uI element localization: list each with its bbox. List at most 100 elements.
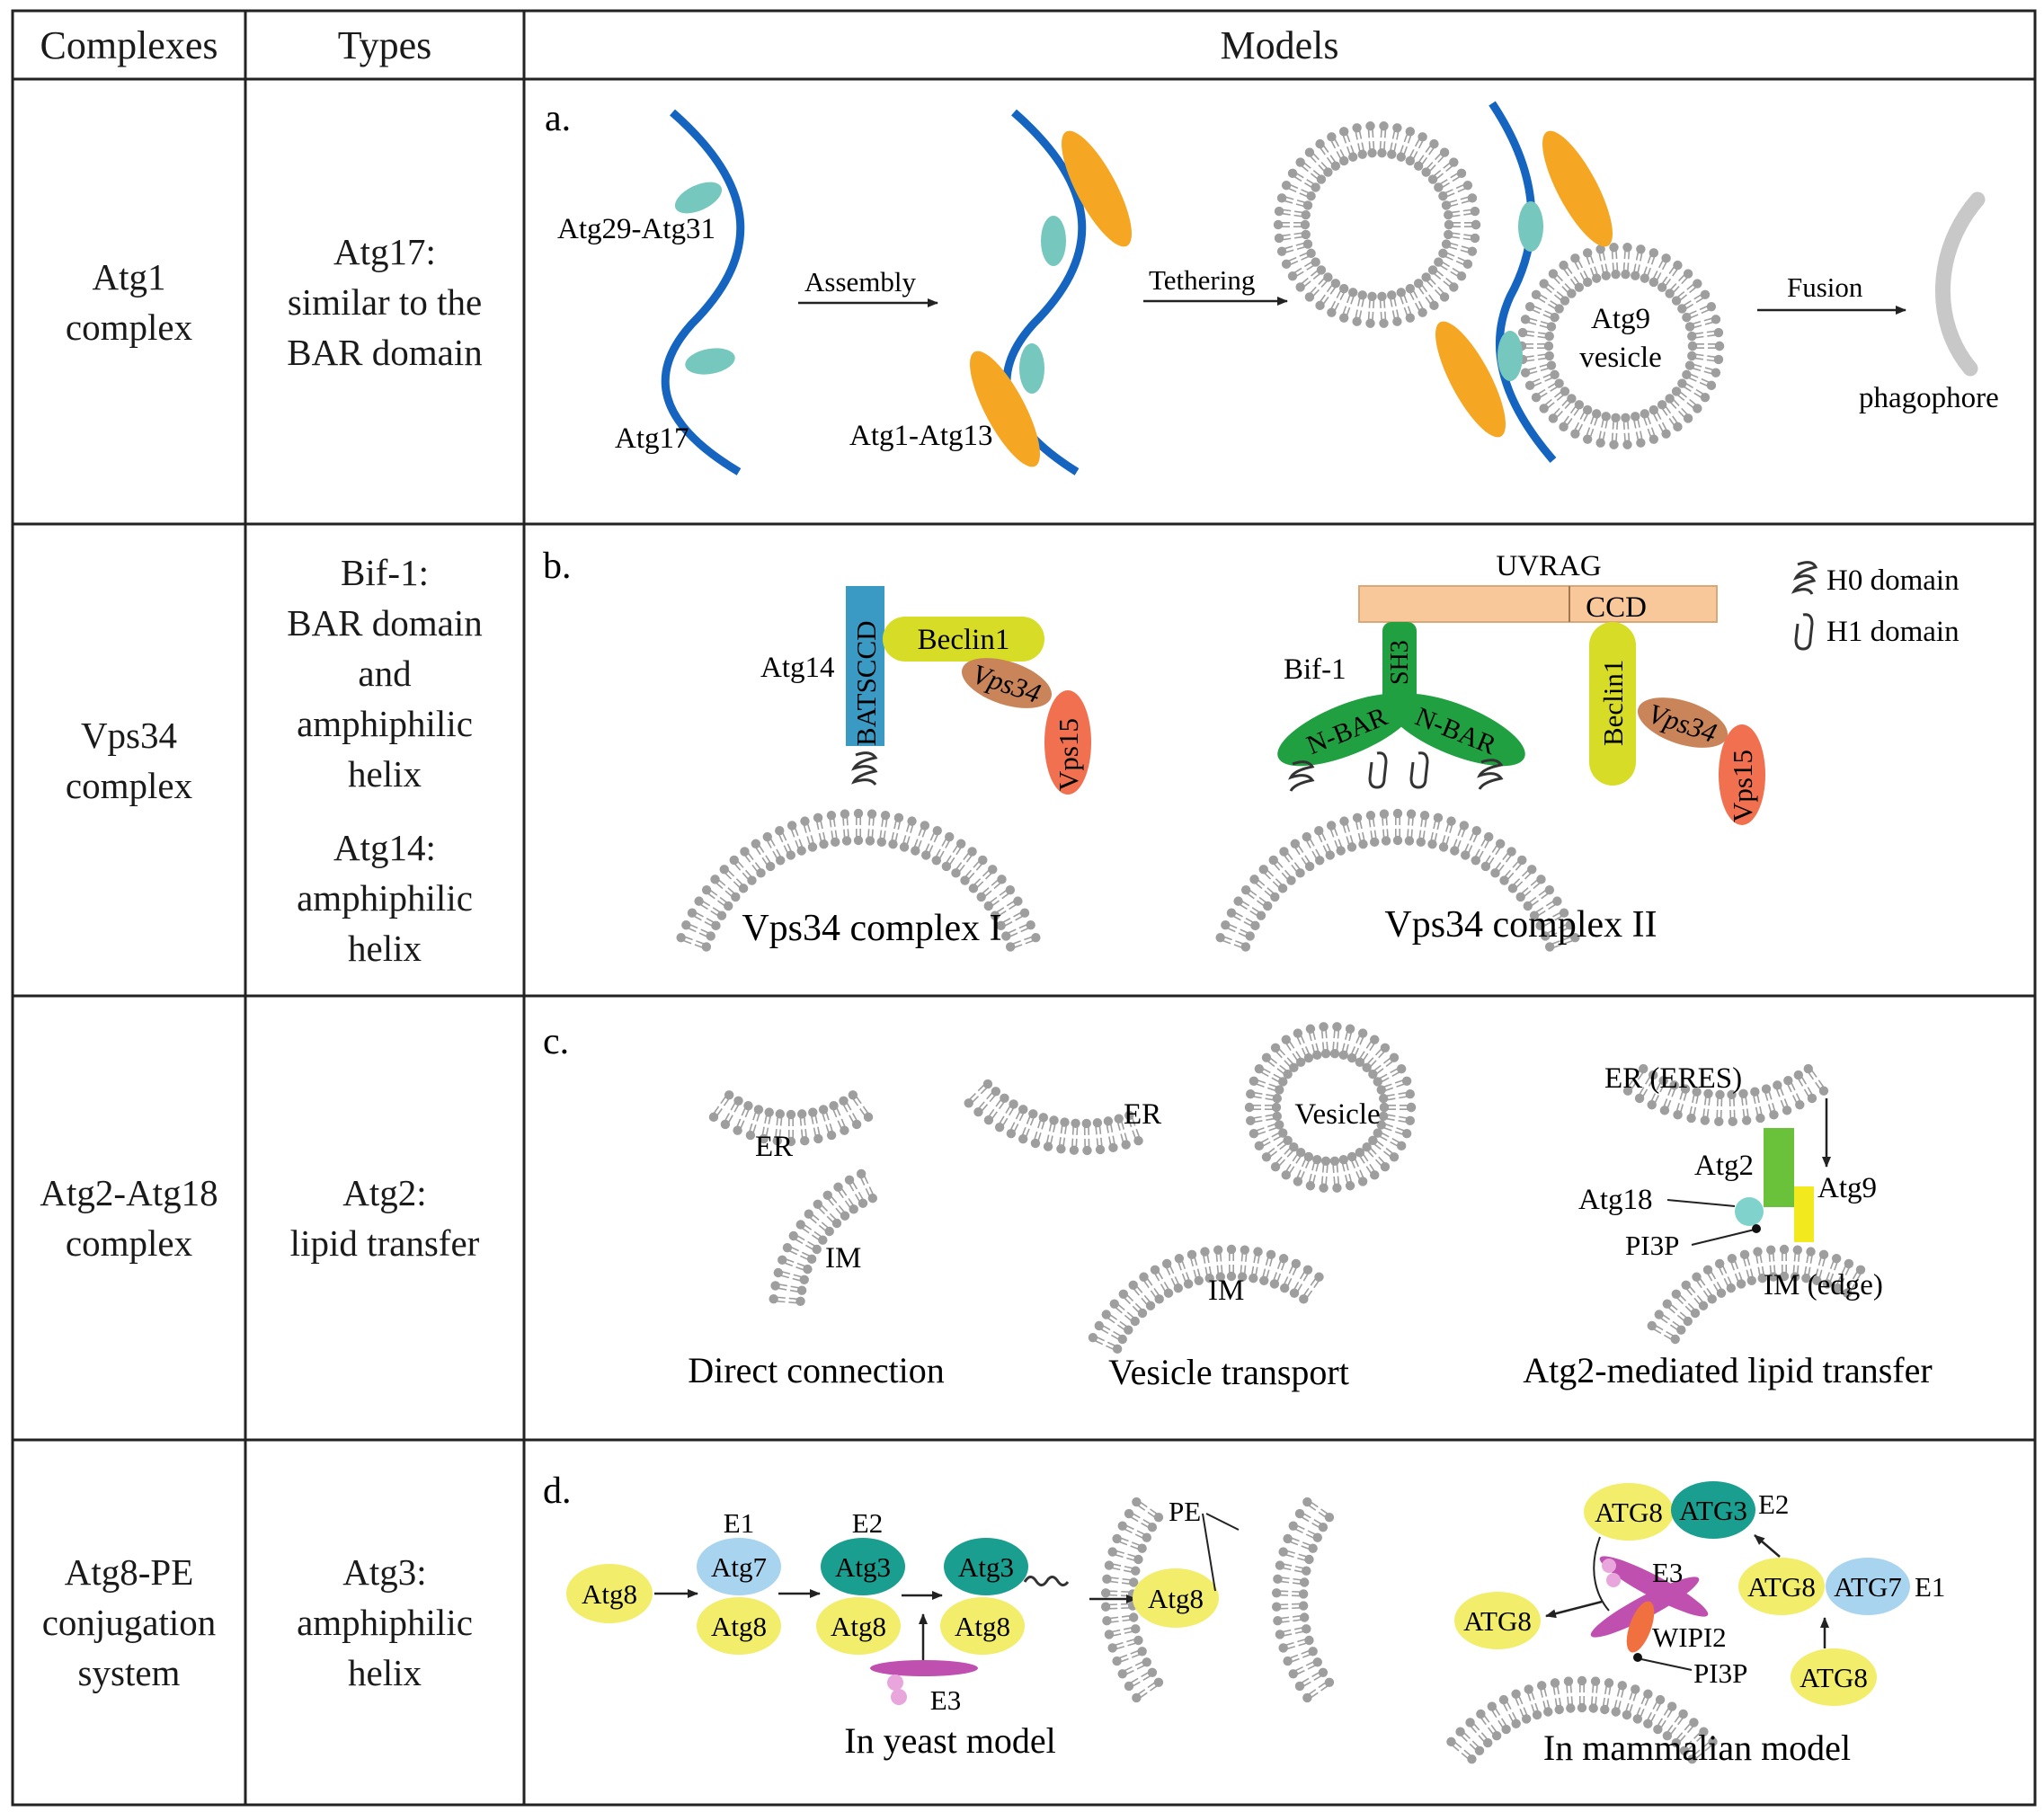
panel-c: c. ER IM Direct connection ER Vesicle IM…: [543, 1021, 1933, 1392]
transport-vesicle-membrane: [1276, 1064, 1293, 1079]
atg9-vesicle-membrane: [1635, 244, 1646, 262]
membrane-curve-b1: [929, 826, 942, 843]
transport-vesicle-membrane: [1281, 1163, 1295, 1180]
phagophore-membrane: [1684, 1718, 1699, 1734]
row1-complex: Atg1 complex: [13, 79, 245, 524]
label-ATG8: ATG8: [1800, 1662, 1868, 1693]
autophagosome-membrane: [1297, 1553, 1314, 1565]
membrane-curve-b1: [963, 847, 977, 863]
im-membrane: [789, 1285, 807, 1295]
membrane-curve-b2: [1334, 839, 1346, 856]
label-ATG8: ATG8: [1747, 1571, 1816, 1603]
transport-vesicle-membrane: [1301, 1151, 1314, 1169]
membrane-vesicle: [1326, 279, 1341, 295]
label-yeast: In yeast model: [844, 1720, 1056, 1761]
helix-icon: [1288, 751, 1504, 792]
label-ATG7: ATG7: [1834, 1571, 1902, 1603]
im-edge-membrane: [1702, 1265, 1717, 1282]
phagophore-membrane: [1461, 1749, 1477, 1764]
membrane-curve-b1: [1001, 928, 1018, 941]
autophagosome-membrane: [1124, 1677, 1141, 1692]
membrane-curve-b1: [999, 884, 1016, 900]
membrane-vesicle: [1403, 306, 1416, 323]
im-membrane: [804, 1240, 822, 1255]
er-membrane: [818, 1105, 830, 1122]
phagophore-membrane: [1469, 1740, 1485, 1755]
autophagosome-membrane: [1124, 1508, 1141, 1523]
im-edge-membrane: [1663, 1330, 1680, 1345]
im-membrane: [1288, 1258, 1302, 1275]
header-models-label: Models: [1220, 22, 1339, 67]
transport-vesicle-membrane: [1368, 1064, 1384, 1079]
er-eres-membrane: [1780, 1098, 1792, 1115]
autophagosome-membrane: [1292, 1612, 1310, 1622]
membrane-curve-b2: [1357, 831, 1368, 849]
membrane-vesicle: [1444, 229, 1461, 240]
membrane-curve-b2: [1268, 855, 1284, 871]
autophagosome-membrane: [1278, 1641, 1295, 1653]
transport-vesicle-membrane: [1382, 1053, 1400, 1068]
e3-protein-head: [1606, 1573, 1621, 1587]
atg9-vesicle-membrane: [1539, 398, 1555, 413]
im-edge-membrane: [1676, 1311, 1693, 1327]
membrane-curve-b2: [1544, 940, 1562, 952]
transport-vesicle-membrane: [1284, 1141, 1299, 1158]
im-edge-membrane: [1734, 1272, 1746, 1289]
atg8-protein: [697, 1597, 781, 1655]
atg9-vesicle-membrane: [1668, 415, 1683, 432]
atg9-vesicle-membrane: [1657, 276, 1672, 292]
membrane-curve-b1: [813, 813, 823, 830]
membrane-curve-b2: [1233, 940, 1251, 952]
autophagosome-membrane: [1305, 1530, 1322, 1542]
im-membrane: [1276, 1254, 1289, 1271]
autophagosome-membrane: [1283, 1654, 1300, 1666]
im-edge-membrane: [1817, 1249, 1829, 1267]
im-edge-membrane: [1812, 1268, 1823, 1285]
membrane-curve-b2: [1552, 908, 1569, 921]
phagophore-membrane: [1476, 1709, 1490, 1726]
membrane-curve-b2: [1215, 932, 1232, 945]
autophagosome-membrane: [1102, 1615, 1119, 1626]
atg9-vesicle-membrane: [1677, 378, 1694, 392]
er-membrane: [1006, 1122, 1019, 1139]
phagophore-membrane: [1674, 1709, 1688, 1726]
membrane-curve-b2: [1515, 887, 1532, 902]
atg9-vesicle-membrane: [1678, 269, 1693, 285]
er-membrane: [994, 1115, 1009, 1132]
label-e2: E2: [852, 1507, 883, 1539]
label-atg29-atg31: Atg29-Atg31: [557, 213, 715, 245]
transport-vesicle-membrane: [1329, 1042, 1340, 1059]
label-vps15: Vps15: [1053, 718, 1084, 791]
membrane-curve-b1: [921, 843, 934, 860]
membrane-vesicle: [1287, 168, 1304, 182]
transport-vesicle-membrane: [1376, 1120, 1394, 1132]
er-eres-membrane: [1714, 1109, 1724, 1127]
membrane-vesicle: [1365, 121, 1375, 138]
atg9-vesicle-membrane: [1579, 404, 1593, 422]
er-eres-membrane: [1622, 1079, 1637, 1096]
er-membrane: [775, 1109, 786, 1126]
atg8-protein: [1133, 1568, 1219, 1628]
transport-vesicle-membrane: [1390, 1138, 1407, 1151]
header-complexes: Complexes: [13, 11, 245, 79]
atg9-vesicle-membrane: [1570, 422, 1584, 439]
atg9-vesicle-membrane: [1687, 331, 1704, 342]
transport-vesicle-membrane: [1271, 1073, 1288, 1087]
label-atg18: Atg18: [1578, 1184, 1653, 1216]
label-bif1: Bif-1: [1284, 653, 1346, 686]
phagophore-membrane: [1611, 1700, 1622, 1717]
phagophore-membrane: [1693, 1727, 1709, 1742]
membrane-curve-b1: [899, 835, 911, 852]
transport-vesicle-membrane: [1246, 1115, 1263, 1126]
im-edge-membrane: [1779, 1244, 1790, 1261]
membrane-curve-b2: [1322, 843, 1335, 860]
atg1-atg13-protein: [1062, 130, 1132, 247]
membrane-curve-b2: [1521, 865, 1537, 880]
membrane-vesicle: [1293, 219, 1311, 230]
membrane-curve-b1: [1005, 940, 1023, 952]
atg2-protein: [1764, 1128, 1794, 1207]
transport-vesicle-membrane: [1332, 1022, 1342, 1039]
membrane-curve-b2: [1523, 896, 1539, 911]
atg9-vesicle-membrane: [1517, 327, 1535, 338]
